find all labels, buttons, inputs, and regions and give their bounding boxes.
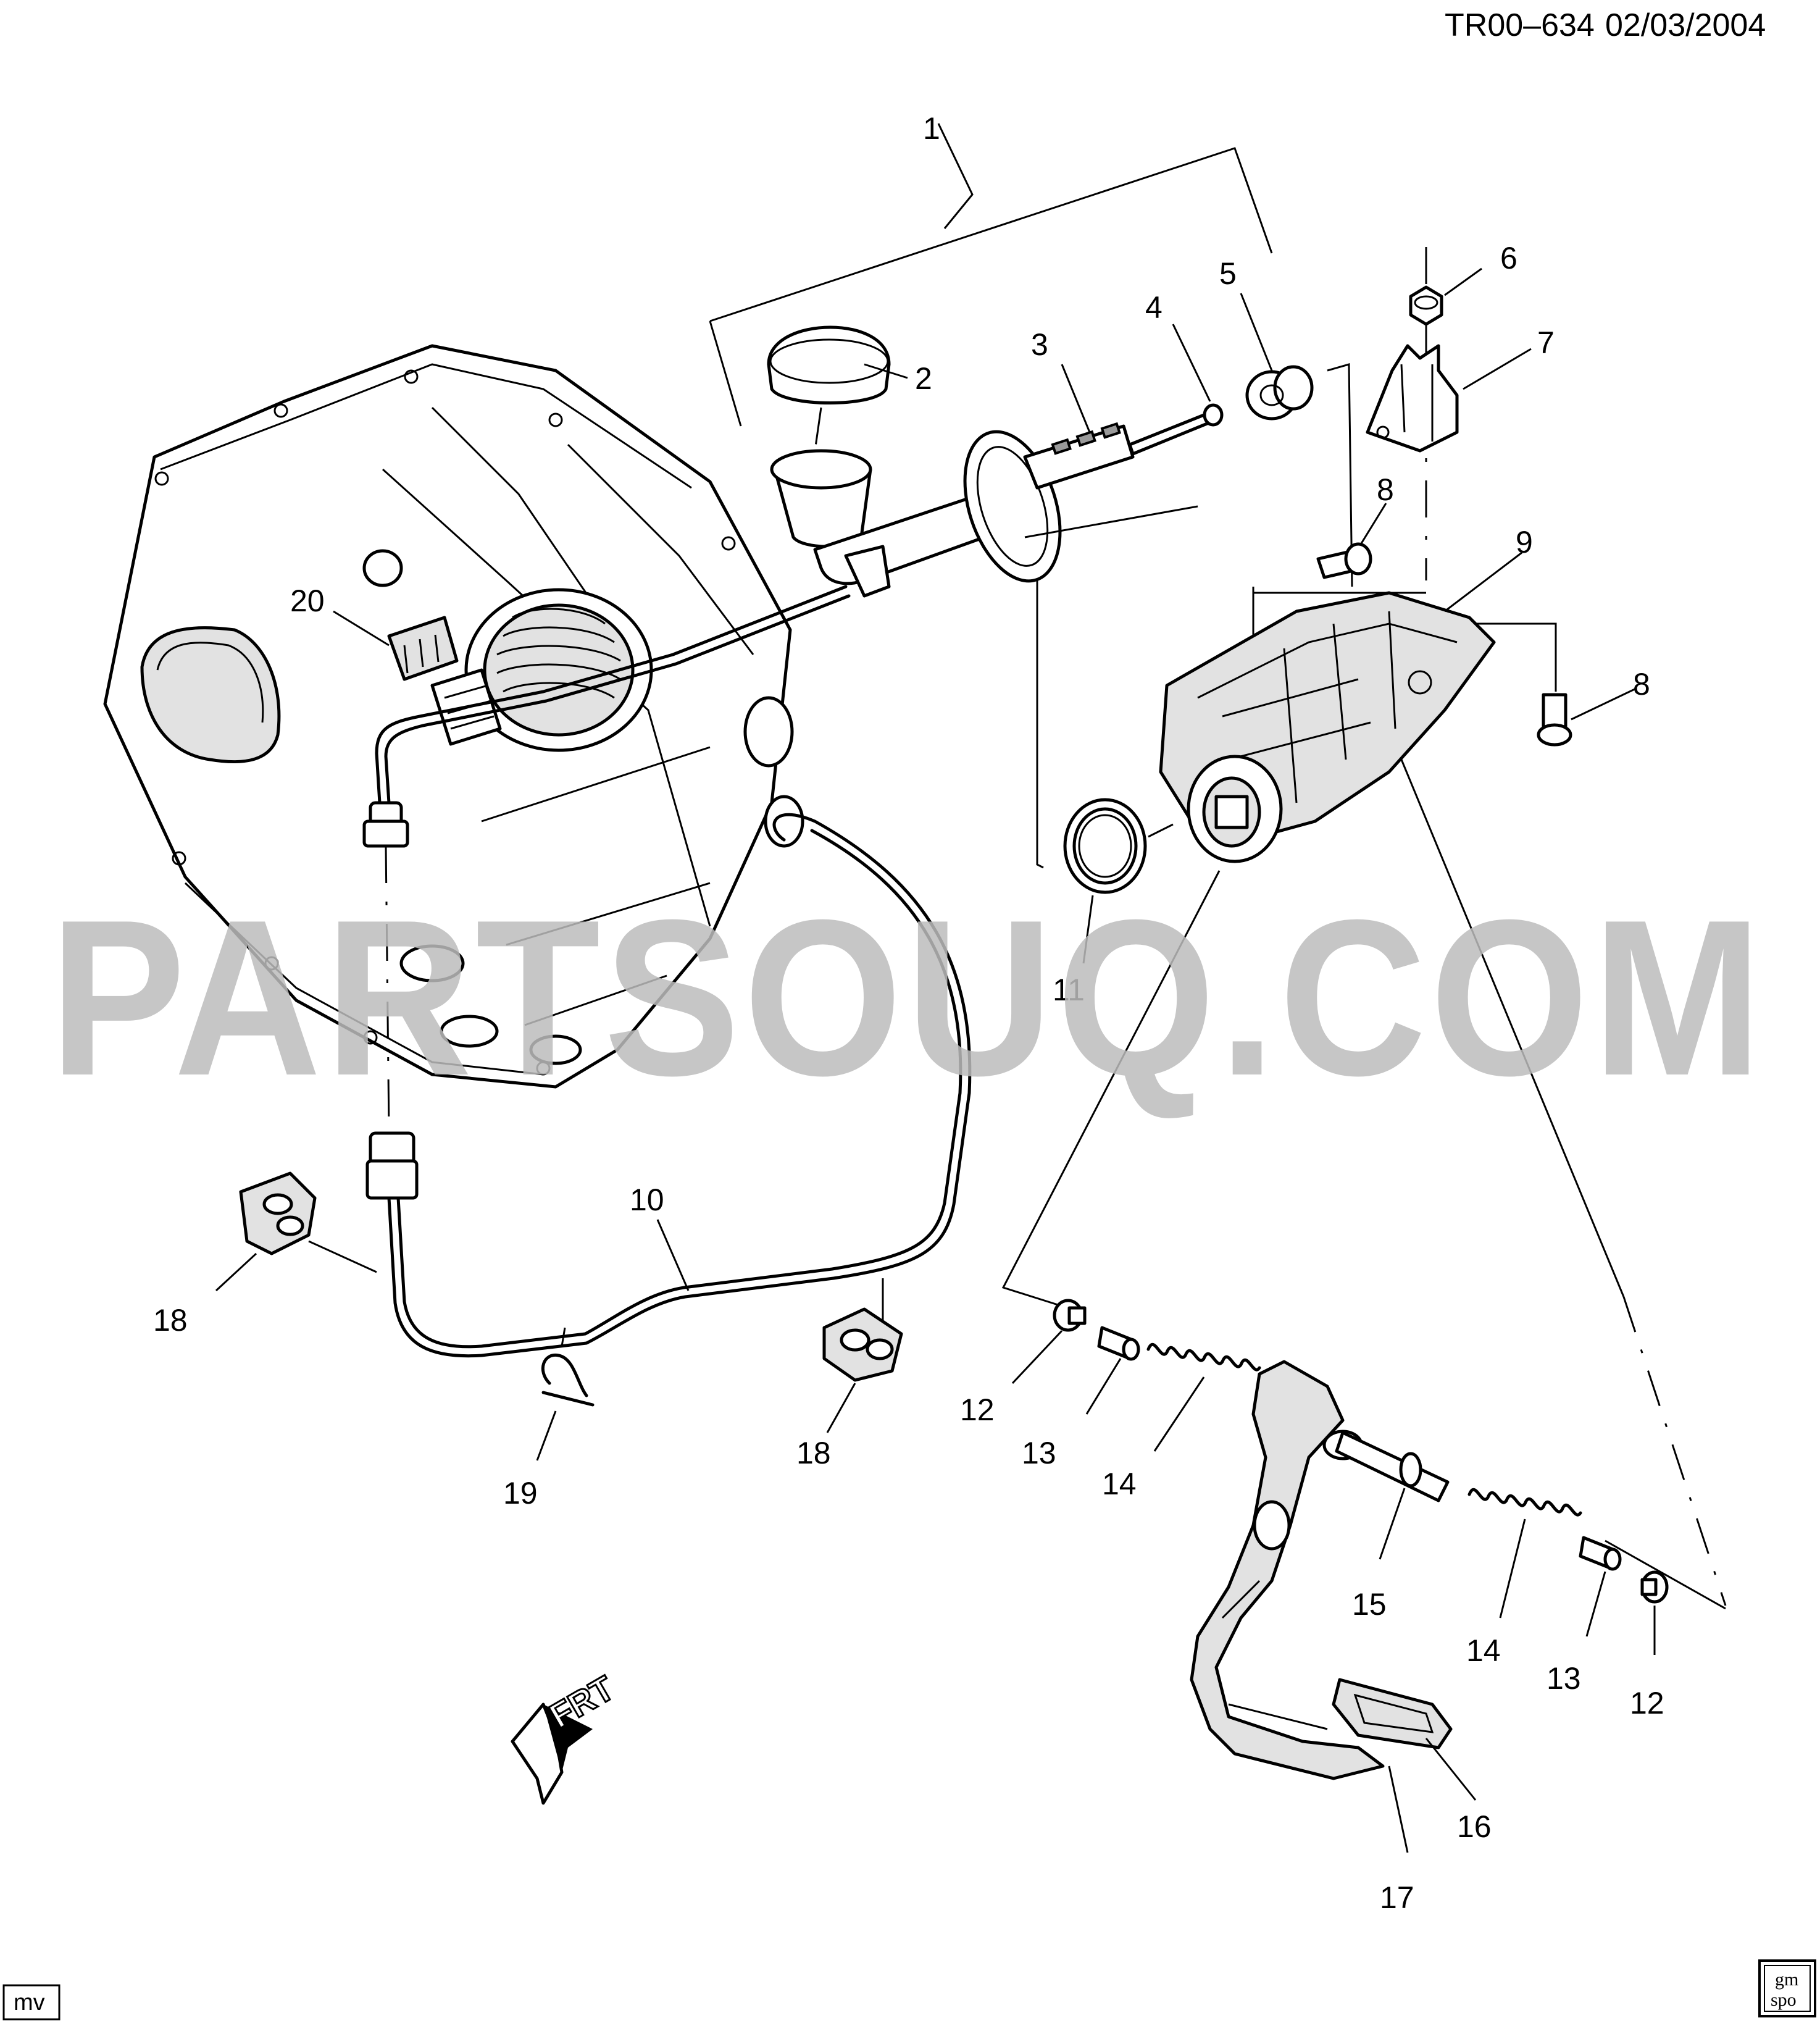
callout-14-left: 14 [1102, 1376, 1205, 1501]
callout-3: 3 [1031, 327, 1091, 433]
callout-15: 15 [1352, 1488, 1406, 1622]
callout-18-left: 18 [153, 1252, 257, 1338]
svg-text:8: 8 [1633, 667, 1650, 702]
callout-14-right: 14 [1466, 1518, 1526, 1668]
clutch-master-cylinder-assembly [709, 123, 1353, 598]
hydraulic-line-10 [362, 585, 972, 1358]
callout-8-upper: 8 [1360, 472, 1394, 544]
callout-12-left: 12 [960, 1330, 1063, 1427]
seal-ring-11 [1063, 798, 1147, 894]
drawing-date: 02/03/2004 [1605, 7, 1766, 43]
line-clip-18-left [239, 1171, 317, 1255]
svg-text:13: 13 [1547, 1661, 1581, 1696]
bushing-5 [1245, 365, 1314, 421]
push-rod-4 [1128, 411, 1215, 456]
svg-text:7: 7 [1537, 325, 1555, 360]
transmission-bell-housing [103, 344, 804, 1089]
retaining-clip-19 [541, 1354, 595, 1407]
svg-text:13: 13 [1022, 1436, 1056, 1470]
svg-text:gm: gm [1775, 1969, 1798, 1990]
sleeve-13-right [1579, 1536, 1622, 1571]
callout-19: 19 [503, 1410, 557, 1510]
pedal-axis-line-right [1400, 759, 1625, 1297]
svg-text:spo: spo [1771, 1990, 1797, 2010]
svg-text:10: 10 [630, 1183, 664, 1217]
svg-text:11: 11 [1053, 973, 1085, 1007]
svg-text:18: 18 [796, 1436, 831, 1470]
drawing-id: TR00–634 [1445, 7, 1595, 43]
svg-text:6: 6 [1500, 241, 1517, 275]
bracket-clip-20 [387, 616, 459, 681]
callout-13-left: 13 [1022, 1358, 1122, 1470]
svg-text:5: 5 [1219, 256, 1237, 291]
svg-text:4: 4 [1145, 290, 1163, 325]
svg-text:16: 16 [1457, 1809, 1492, 1844]
bushing-12-left [1053, 1299, 1087, 1332]
svg-text:14: 14 [1466, 1633, 1501, 1668]
svg-text:18: 18 [153, 1303, 188, 1338]
svg-text:9: 9 [1516, 525, 1533, 559]
spring-14-right [1467, 1488, 1582, 1517]
callout-12-right: 12 [1630, 1606, 1664, 1720]
bolt-8-upper [1316, 542, 1372, 579]
bushing-12-right [1640, 1570, 1669, 1604]
mounting-bracket-7 [1366, 344, 1459, 453]
callout-9: 9 [1444, 525, 1533, 613]
pedal-bracket-9 [1159, 591, 1496, 863]
svg-text:20: 20 [290, 584, 325, 618]
footer-initials-box: mv [2, 1984, 61, 2021]
input-shaft-and-slave-cylinder [430, 588, 653, 752]
shaft-15 [1335, 1431, 1450, 1502]
callout-16: 16 [1425, 1738, 1492, 1844]
callout-17: 17 [1380, 1765, 1414, 1915]
svg-text:15: 15 [1352, 1587, 1387, 1622]
spring-14-left [1146, 1342, 1261, 1372]
callout-7: 7 [1463, 325, 1555, 390]
callout-10: 10 [630, 1183, 690, 1291]
watermark: PARTSOUQ.COM [49, 874, 1766, 1122]
bolt-8-right [1537, 693, 1572, 747]
svg-text:8: 8 [1377, 472, 1394, 507]
svg-text:3: 3 [1031, 327, 1048, 362]
front-direction-arrow-icon: FRT [511, 1667, 622, 1805]
callout-4: 4 [1145, 290, 1211, 402]
callout-11: 11 [1053, 895, 1094, 1007]
callout-18-right: 18 [796, 1383, 856, 1470]
svg-text:mv: mv [14, 1990, 45, 2016]
callout-20: 20 [290, 584, 390, 647]
reservoir-cap-2 [767, 325, 891, 404]
svg-text:12: 12 [1630, 1686, 1664, 1720]
sleeve-13-left [1097, 1326, 1140, 1361]
callout-6: 6 [1444, 241, 1517, 296]
svg-text:17: 17 [1380, 1880, 1414, 1915]
callout-8-right: 8 [1571, 667, 1650, 721]
pedal-axis-line-left [1001, 870, 1221, 1307]
callout-5: 5 [1219, 256, 1273, 371]
svg-text:14: 14 [1102, 1467, 1137, 1501]
svg-text:12: 12 [960, 1393, 995, 1427]
svg-text:1: 1 [923, 111, 940, 146]
callout-13-right: 13 [1547, 1571, 1606, 1696]
pedal-pad-16 [1332, 1678, 1453, 1749]
callout-2: 2 [864, 361, 932, 396]
svg-text:2: 2 [915, 361, 932, 396]
gm-spo-logo: gm spo [1758, 1959, 1816, 2017]
callout-1: 1 [923, 111, 940, 146]
nut-6 [1409, 285, 1443, 326]
line-clip-18-right [822, 1307, 903, 1382]
svg-text:19: 19 [503, 1476, 538, 1510]
